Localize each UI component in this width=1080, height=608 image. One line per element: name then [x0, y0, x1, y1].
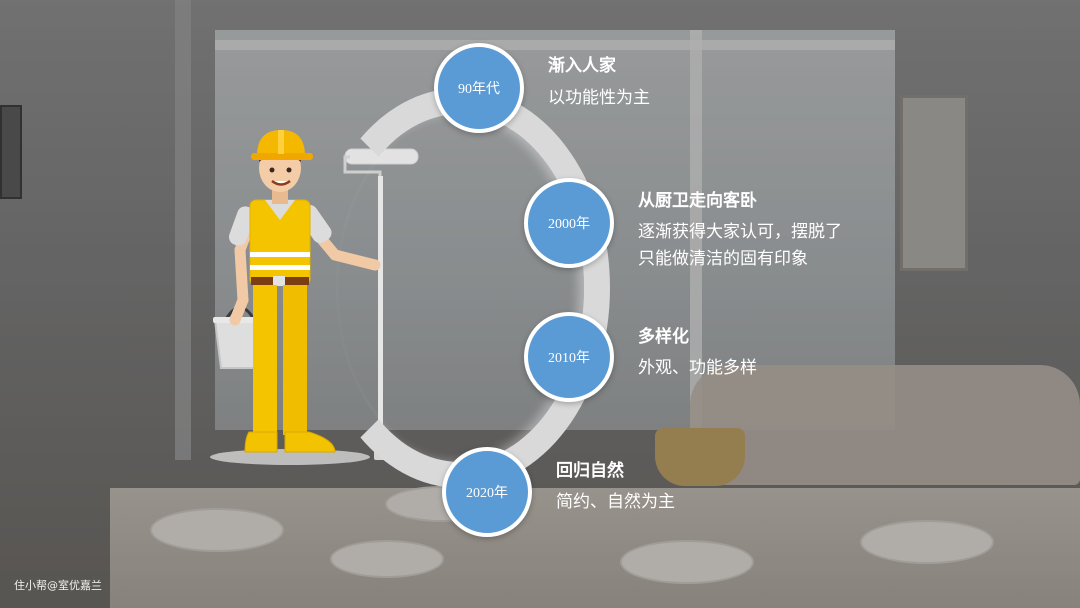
timeline-year-label: 2010年	[548, 351, 590, 366]
timeline-description: 只能做清洁的固有印象	[638, 249, 808, 269]
timeline-description: 外观、功能多样	[638, 358, 757, 378]
timeline-title: 多样化	[638, 327, 689, 347]
timeline-node-2010: 2010年	[524, 312, 614, 402]
wall-picture-frame	[900, 95, 968, 271]
window-mullion	[690, 30, 702, 430]
ground-shadow	[210, 449, 370, 465]
timeline-description: 逐渐获得大家认可，摆脱了	[638, 222, 842, 242]
timeline-year-label: 2020年	[466, 486, 508, 501]
timeline-title: 渐入人家	[548, 56, 616, 76]
wall-picture-frame	[0, 105, 22, 199]
timeline-description: 简约、自然为主	[556, 492, 675, 512]
timeline-arc	[310, 88, 610, 488]
timeline-node-2020: 2020年	[442, 447, 532, 537]
hard-hat-icon	[251, 130, 313, 160]
timeline-node-2000: 2000年	[524, 178, 614, 268]
timeline-description: 以功能性为主	[548, 88, 650, 108]
background-plate	[330, 540, 444, 578]
timeline-title: 从厨卫走向客卧	[638, 191, 757, 211]
timeline-node-90s: 90年代	[434, 43, 524, 133]
timeline-year-label: 90年代	[458, 82, 500, 97]
watermark-text: 住小帮@室优嘉兰	[14, 579, 102, 592]
window-frame	[175, 0, 191, 460]
background-plate	[150, 508, 284, 552]
background-sofa	[690, 365, 1080, 485]
background-pot	[655, 428, 745, 486]
window-mullion	[215, 40, 895, 50]
timeline-title: 回归自然	[556, 461, 624, 481]
background-plate	[620, 540, 754, 584]
background-plate	[860, 520, 994, 564]
timeline-year-label: 2000年	[548, 217, 590, 232]
